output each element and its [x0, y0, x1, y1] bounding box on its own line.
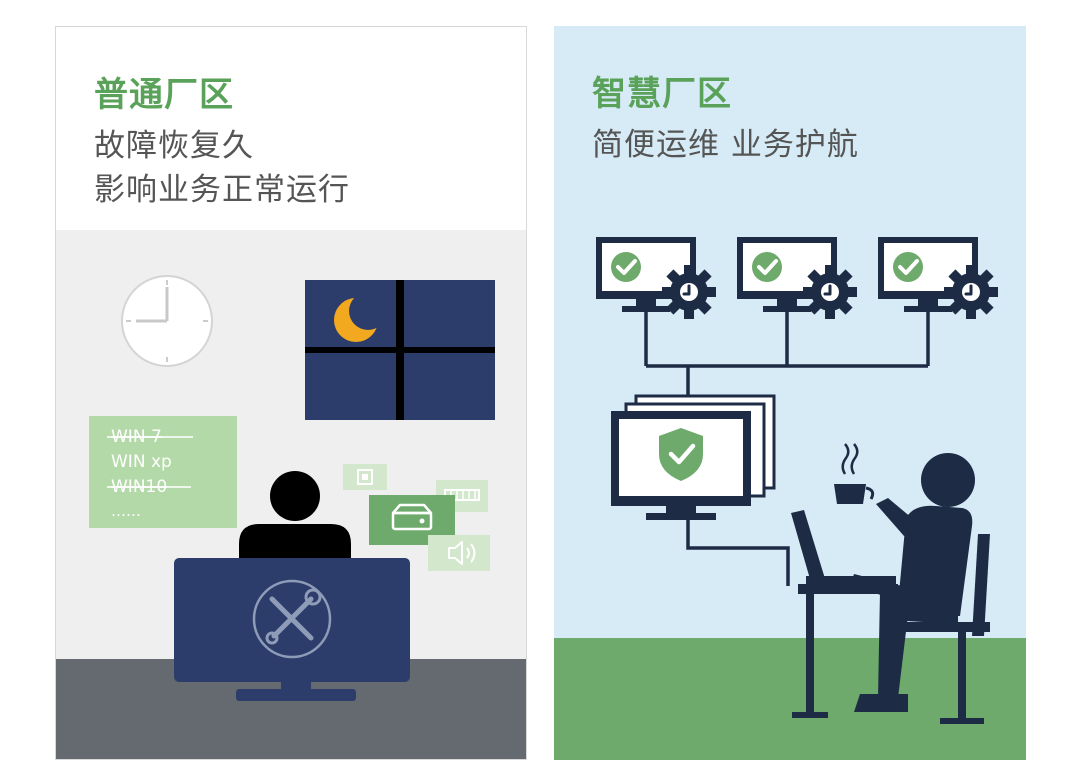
normal-factory-subtitle-line-1: 故障恢复久: [94, 128, 254, 164]
gear-icon: [660, 263, 718, 321]
clock-icon: [121, 275, 213, 367]
gear-icon: [942, 263, 1000, 321]
normal-factory-subtitle-line-2: 影响业务正常运行: [94, 172, 350, 208]
technician-figure: [239, 471, 351, 560]
speaker-icon: [428, 535, 490, 571]
normal-factory-panel: 普通厂区 故障恢复久 影响业务正常运行 WIN 7 WIN xp WIN10 ……: [55, 26, 527, 760]
desk: [792, 584, 898, 718]
night-window: [305, 280, 495, 420]
broken-monitor: [174, 558, 410, 701]
os-item-more: ……: [111, 502, 141, 520]
gear-icon: [801, 263, 859, 321]
client-monitor-1: [594, 235, 718, 321]
smart-factory-illustration: [554, 235, 1026, 760]
coffee-cup-icon: [834, 443, 875, 504]
tools-icon: [252, 579, 332, 659]
os-list-card: WIN 7 WIN xp WIN10 ……: [89, 416, 237, 528]
central-server: [611, 394, 776, 520]
smart-factory-panel: 智慧厂区 简便运维 业务护航: [554, 26, 1026, 760]
client-monitor-2: [735, 235, 859, 321]
smart-factory-title: 智慧厂区: [592, 74, 732, 114]
chair: [906, 534, 990, 724]
chip-icon: [343, 464, 387, 490]
laptop-icon: [791, 510, 896, 586]
os-item-winxp: WIN xp: [111, 452, 172, 472]
network-links: [644, 312, 930, 586]
normal-factory-title: 普通厂区: [94, 75, 234, 115]
smart-factory-subtitle: 简便运维 业务护航: [592, 127, 859, 163]
grass-ground: [554, 638, 1026, 760]
normal-factory-illustration: [56, 230, 526, 759]
moon-icon: [334, 292, 387, 342]
shield-check-icon: [659, 428, 703, 481]
client-monitor-3: [876, 235, 1000, 321]
